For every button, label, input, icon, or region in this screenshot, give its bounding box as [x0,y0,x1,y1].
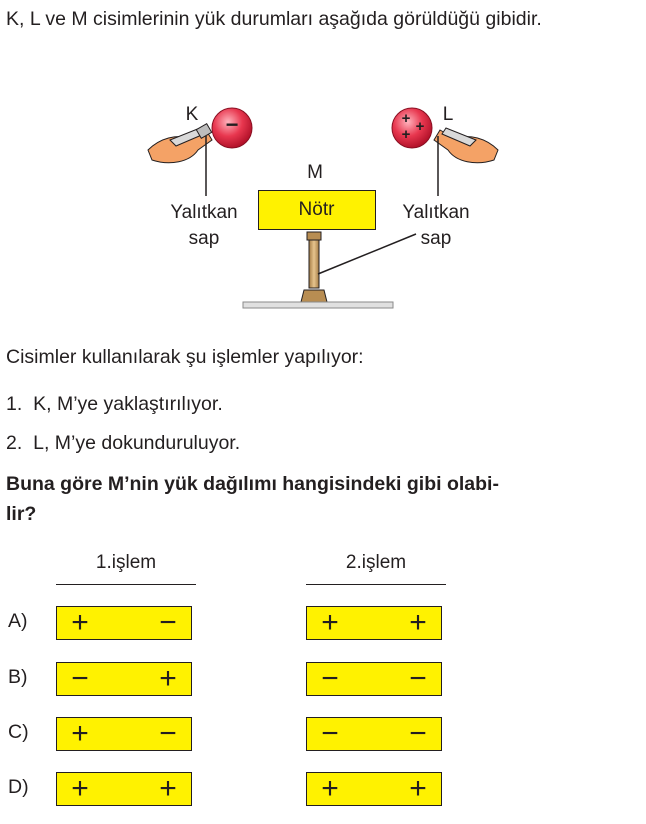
left-handle-label-2: sap [188,228,220,249]
stand-pointer [317,233,417,275]
option-a-letter[interactable]: A) [8,610,28,632]
right-handle-label-2: sap [420,228,452,249]
option-b-first-right-sign: + [159,662,177,695]
k-charge-sign: − [225,112,239,137]
option-d-first-right-sign: + [159,772,177,805]
question-line-1: Buna göre M’nin yük dağılımı hangisindek… [6,473,499,495]
option-a-second-left-sign: + [321,606,339,639]
step-2: 2. L, M’ye dokunduruluyor. [6,428,240,458]
stand-m [242,231,394,309]
option-b-second-left-sign: − [321,662,339,695]
label-l: L [442,104,454,125]
intro-text: K, L ve M cisimlerinin yük durumları aşa… [6,8,542,30]
column-underline-2 [306,584,446,585]
step-1-number: 1. [6,393,23,415]
option-c-first-right-sign: − [159,717,177,750]
column-underline-1 [56,584,196,585]
l-charge-sign-1: + [401,110,411,127]
option-a-second-box[interactable]: + + [306,606,442,640]
figure-drawing [147,107,499,309]
option-c-second-box[interactable]: − − [306,717,442,751]
option-d-first-box[interactable]: + + [56,772,192,806]
sphere-k [211,107,253,149]
step-2-number: 2. [6,432,23,454]
option-d-first-left-sign: + [71,772,89,805]
label-k: K [185,104,199,125]
option-b-first-left-sign: − [71,662,89,695]
column-header-2: 2.işlem [345,552,407,573]
option-c-letter[interactable]: C) [8,721,29,743]
left-handle-label-1: Yalıtkan [170,202,238,223]
label-m: M [307,162,323,183]
step-2-text: L, M’ye dokunduruluyor. [33,432,241,454]
option-c-first-left-sign: + [71,717,89,750]
option-a-second-right-sign: + [409,606,427,639]
option-c-first-box[interactable]: + − [56,717,192,751]
charge-figure: − + + + K L M Nötr Yalıtkan sap Yalıtkan… [0,0,646,330]
option-b-second-right-sign: − [409,662,427,695]
option-d-second-left-sign: + [321,772,339,805]
right-handle-label-1: Yalıtkan [402,202,470,223]
column-header-1: 1.işlem [95,552,157,573]
right-hand-icon [433,127,499,164]
left-hand-icon [147,122,213,164]
sphere-l [391,107,433,149]
option-d-letter[interactable]: D) [8,776,29,798]
m-box-text: Nötr [298,199,335,220]
step-1-text: K, M’ye yaklaştırılıyor. [33,393,223,415]
question-line-2: lir? [6,503,37,525]
option-a-first-right-sign: − [159,606,177,639]
l-charge-sign-2: + [415,118,425,135]
option-d-second-right-sign: + [409,772,427,805]
steps-intro: Cisimler kullanılarak şu işlemler yapılı… [6,346,364,368]
option-c-second-left-sign: − [321,717,339,750]
question: Buna göre M’nin yük dağılımı hangisindek… [6,469,640,529]
option-d-second-box[interactable]: + + [306,772,442,806]
option-a-first-box[interactable]: + − [56,606,192,640]
option-b-first-box[interactable]: − + [56,662,192,696]
option-c-second-right-sign: − [409,717,427,750]
l-charge-sign-3: + [401,126,411,143]
step-1: 1. K, M’ye yaklaştırılıyor. [6,389,223,419]
option-b-second-box[interactable]: − − [306,662,442,696]
m-box: Nötr [258,190,376,230]
option-b-letter[interactable]: B) [8,666,28,688]
option-a-first-left-sign: + [71,606,89,639]
